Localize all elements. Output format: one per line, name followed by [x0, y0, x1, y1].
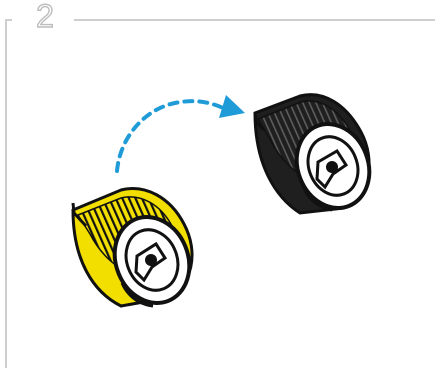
black-knob-icon [255, 95, 382, 219]
yellow-knob-icon [73, 189, 202, 315]
curved-dashed-arrow-icon [117, 95, 245, 171]
